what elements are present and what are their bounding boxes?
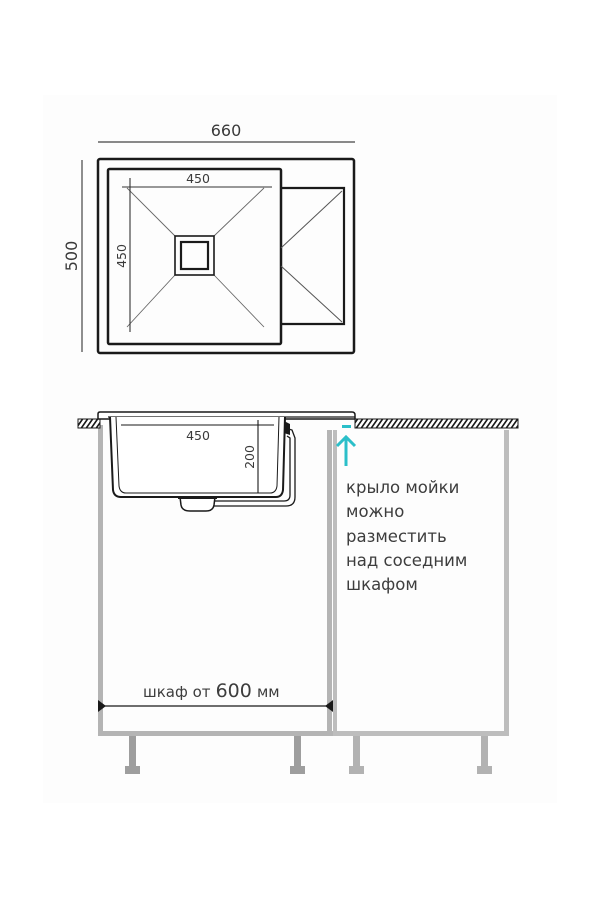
cabinet-leg	[294, 736, 301, 771]
overflow-pipe-inner	[214, 435, 291, 502]
cabinet-label-unit: мм	[256, 683, 280, 701]
bowl-slope-line	[213, 274, 265, 328]
drainboard-wing	[281, 186, 346, 326]
drain-cup	[179, 496, 216, 512]
right-cabinet	[333, 430, 509, 774]
drain-collar	[178, 496, 217, 499]
overall-width-label: 660	[211, 121, 242, 140]
wing-slope-line	[280, 190, 343, 249]
left-cabinet	[98, 425, 334, 774]
top-view: 660 500 450 450	[62, 121, 356, 355]
overflow-fitting	[284, 421, 290, 435]
drain-outer	[174, 235, 215, 276]
note-line: можно	[346, 502, 405, 522]
cabinet-leg-foot	[290, 766, 305, 774]
side-view: 450 200	[77, 411, 519, 774]
wing-slope-line	[280, 265, 343, 323]
countertop-right	[354, 418, 519, 429]
overflow-pipe	[214, 427, 296, 507]
dimension-arrowhead-left	[98, 700, 106, 712]
note-line: над соседним	[346, 550, 468, 570]
overall-depth-label: 500	[62, 241, 81, 272]
wing-placement-note: крыло мойки можно разместить над соседни…	[346, 476, 467, 597]
bowl-width-label: 450	[186, 171, 210, 186]
note-line: шкафом	[346, 575, 418, 595]
bowl-slope-line	[126, 187, 176, 237]
cabinet-leg-foot	[125, 766, 140, 774]
dimension-arrowhead-right	[325, 700, 333, 712]
cabinet-leg	[129, 736, 136, 771]
drain-inner	[179, 240, 210, 271]
bowl-depth-label: 450	[114, 244, 129, 268]
wing-edge-marker	[342, 425, 351, 428]
cabinet-width-label: шкаф от 600 мм	[143, 680, 280, 702]
cabinet-leg-foot	[349, 766, 364, 774]
cabinet-leg-foot	[477, 766, 492, 774]
note-line: разместить	[346, 526, 447, 546]
cabinet-leg	[353, 736, 360, 771]
main-bowl	[106, 167, 283, 346]
bowl-profile-inner	[115, 416, 280, 494]
note-line: крыло мойки	[346, 478, 460, 497]
countertop-left	[77, 418, 101, 429]
side-depth-label: 200	[242, 445, 257, 469]
cabinet-label-prefix: шкаф от	[143, 683, 211, 701]
arrow-up-icon	[335, 434, 357, 466]
bowl-slope-line	[213, 187, 265, 237]
sink-outer-rim	[96, 157, 356, 355]
cabinet-label-value: 600	[215, 680, 252, 702]
bowl-slope-line	[126, 274, 176, 328]
cabinet-leg	[481, 736, 488, 771]
side-width-label: 450	[186, 428, 210, 443]
